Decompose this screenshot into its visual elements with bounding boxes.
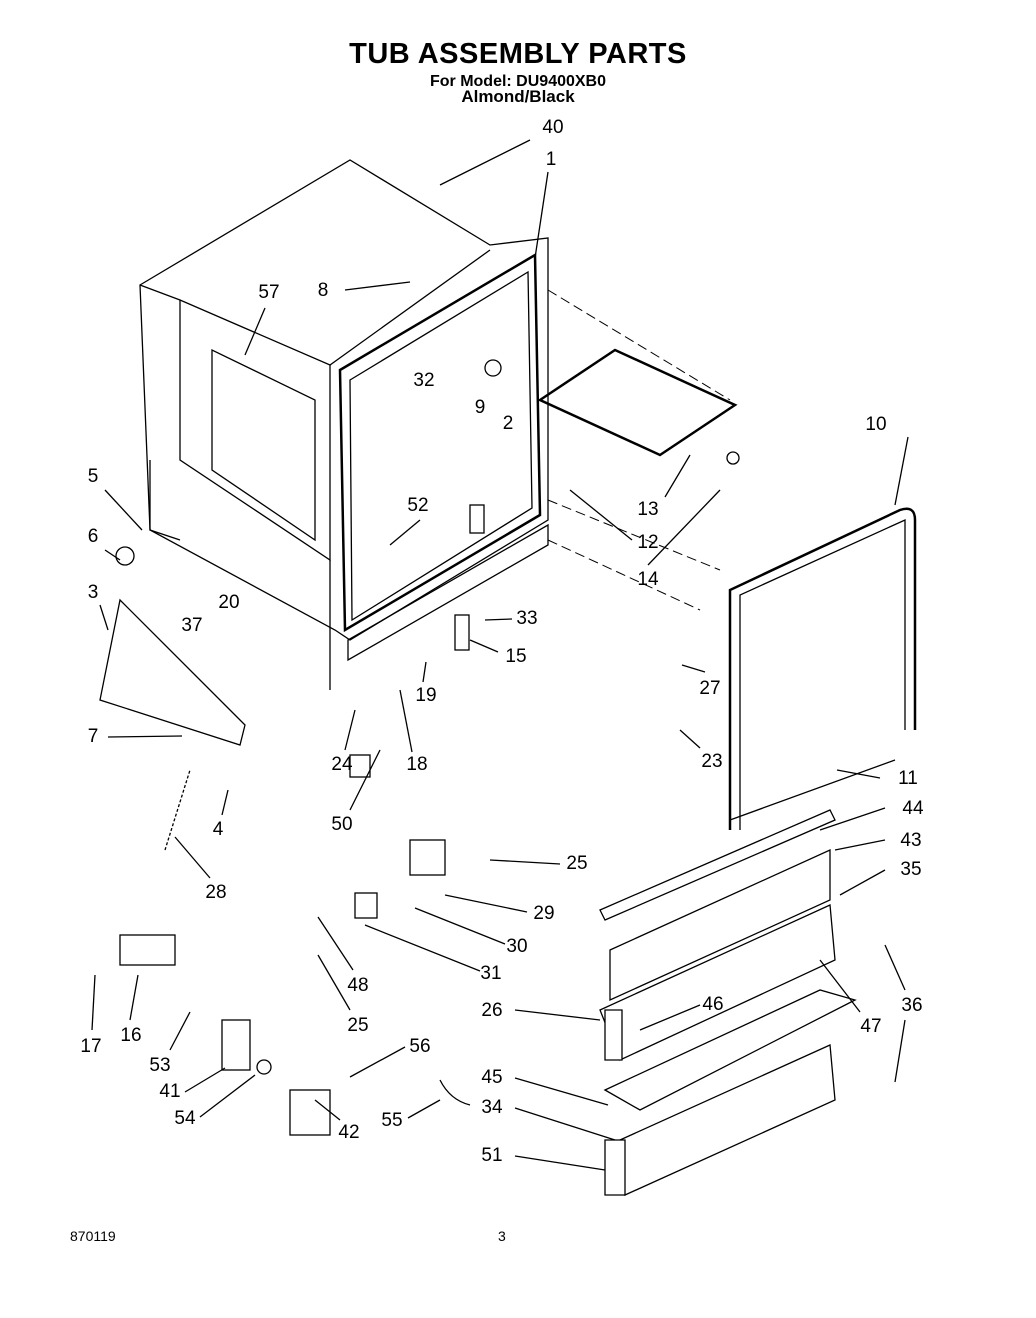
callout-55: 55 xyxy=(381,1110,403,1131)
model-line: For Model: DU9400XB0 xyxy=(429,73,607,90)
tub-assembly xyxy=(139,159,549,690)
callout-12: 12 xyxy=(637,532,659,553)
heater-13 xyxy=(537,348,738,457)
callout-6: 6 xyxy=(87,526,99,547)
toe-panel-assembly xyxy=(599,809,857,1196)
callout-44: 44 xyxy=(902,798,924,819)
callout-37: 37 xyxy=(181,615,203,636)
callout-25: 25 xyxy=(566,853,588,874)
callout-52: 52 xyxy=(407,495,429,516)
callout-40: 40 xyxy=(542,117,564,138)
callout-32: 32 xyxy=(413,370,435,391)
page-title: TUB ASSEMBLY PARTS xyxy=(349,38,687,70)
leader-lines xyxy=(91,139,909,1171)
page-number: 3 xyxy=(498,1228,506,1244)
callout-8: 8 xyxy=(317,280,329,301)
callout-25b: 25 xyxy=(347,1015,369,1036)
callout-27: 27 xyxy=(699,678,721,699)
callout-16: 16 xyxy=(120,1025,142,1046)
callout-51: 51 xyxy=(481,1145,503,1166)
callout-4: 4 xyxy=(212,819,224,840)
callout-26: 26 xyxy=(481,1000,503,1021)
callout-23: 23 xyxy=(701,751,723,772)
document-code: 870119 xyxy=(70,1228,116,1244)
callout-5: 5 xyxy=(87,466,99,487)
callout-47: 47 xyxy=(860,1016,882,1037)
callout-54: 54 xyxy=(174,1108,196,1129)
callout-34: 34 xyxy=(481,1097,503,1118)
small-parts xyxy=(115,359,740,1136)
tub-gasket-10 xyxy=(728,507,917,830)
callout-28: 28 xyxy=(205,882,227,903)
callout-15: 15 xyxy=(505,646,527,667)
callout-31: 31 xyxy=(480,963,502,984)
callout-24: 24 xyxy=(331,754,353,775)
callout-19: 19 xyxy=(415,685,437,706)
callout-45: 45 xyxy=(481,1067,503,1088)
callout-20: 20 xyxy=(218,592,240,613)
callout-56: 56 xyxy=(409,1036,431,1057)
callout-48: 48 xyxy=(347,975,369,996)
callout-7: 7 xyxy=(87,726,99,747)
callout-29: 29 xyxy=(533,903,555,924)
callout-35: 35 xyxy=(900,859,922,880)
callout-57: 57 xyxy=(258,282,280,303)
callout-42: 42 xyxy=(338,1122,360,1143)
callout-30: 30 xyxy=(506,936,528,957)
callout-36: 36 xyxy=(901,995,923,1016)
callout-53: 53 xyxy=(149,1055,171,1076)
callout-11: 11 xyxy=(898,768,918,789)
callout-1: 1 xyxy=(545,149,557,170)
callout-3: 3 xyxy=(87,582,99,603)
callout-10: 10 xyxy=(865,414,887,435)
callout-9: 9 xyxy=(474,397,486,418)
callout-43: 43 xyxy=(900,830,922,851)
callout-14: 14 xyxy=(637,569,659,590)
color-line: Almond/Black xyxy=(461,87,575,106)
callout-33: 33 xyxy=(516,608,538,629)
hinge-bracket-3 xyxy=(99,598,246,746)
callout-13: 13 xyxy=(637,499,659,520)
callout-2: 2 xyxy=(502,413,514,434)
callout-17: 17 xyxy=(80,1036,102,1057)
callout-50: 50 xyxy=(331,814,353,835)
callout-18: 18 xyxy=(406,754,428,775)
callout-41: 41 xyxy=(159,1081,181,1102)
callout-46: 46 xyxy=(702,994,724,1015)
